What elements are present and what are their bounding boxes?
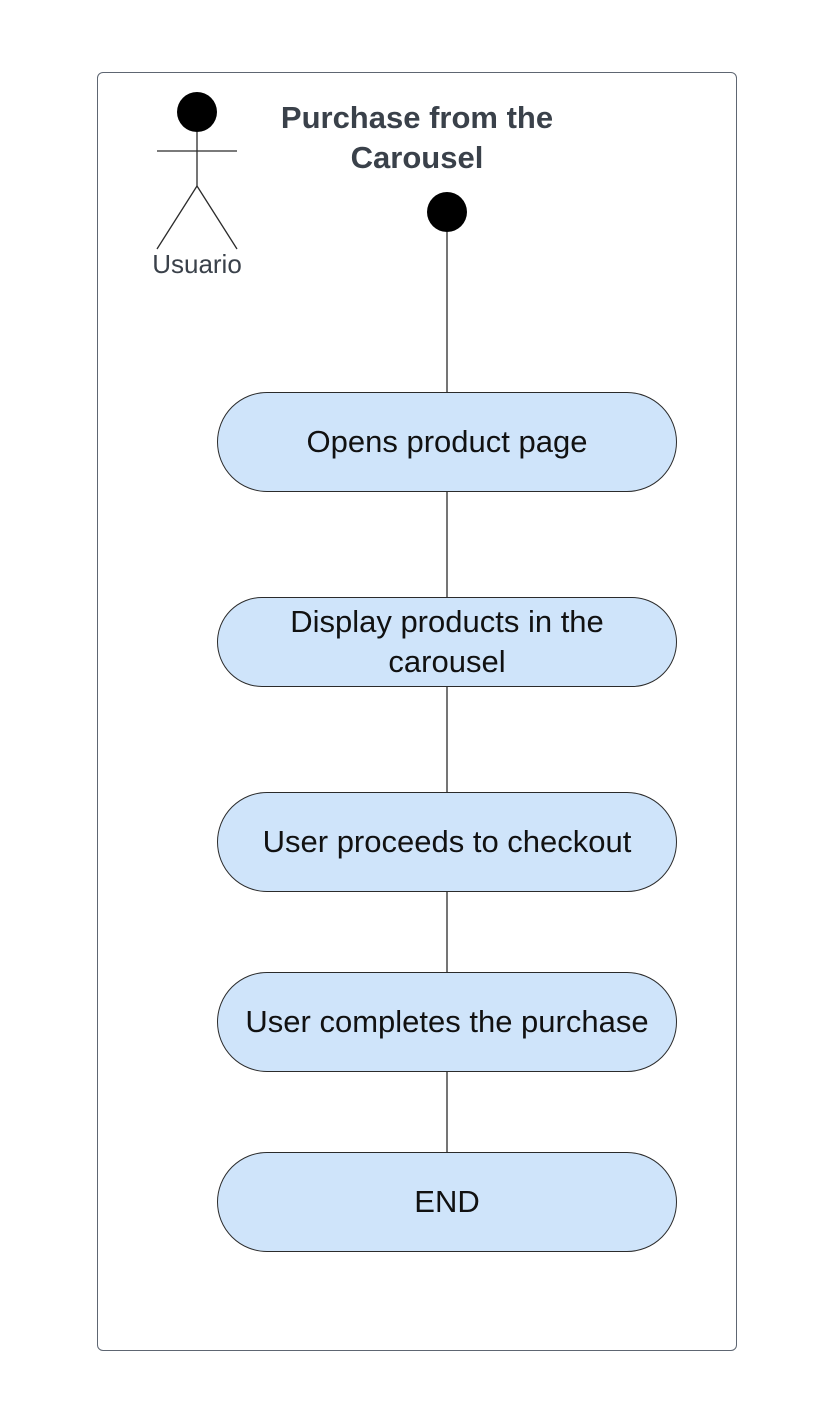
stick-figure-actor-icon — [156, 92, 238, 250]
activity-display-products: Display products in the carousel — [217, 597, 677, 687]
activity-label: User completes the purchase — [245, 1004, 649, 1039]
activity-label: Opens product page — [306, 424, 588, 459]
diagram-title: Purchase from the Carousel — [280, 100, 554, 175]
activity-completes-purchase: User completes the purchase — [217, 972, 677, 1072]
activity-label: User proceeds to checkout — [262, 824, 632, 859]
initial-node-icon — [427, 192, 467, 232]
activity-label: END — [414, 1184, 480, 1219]
actor-label: Usuario — [152, 249, 242, 279]
activity-opens-product-page: Opens product page — [217, 392, 677, 492]
activity-label: Display products in the carousel — [290, 604, 604, 679]
activity-end: END — [217, 1152, 677, 1252]
activity-proceeds-to-checkout: User proceeds to checkout — [217, 792, 677, 892]
